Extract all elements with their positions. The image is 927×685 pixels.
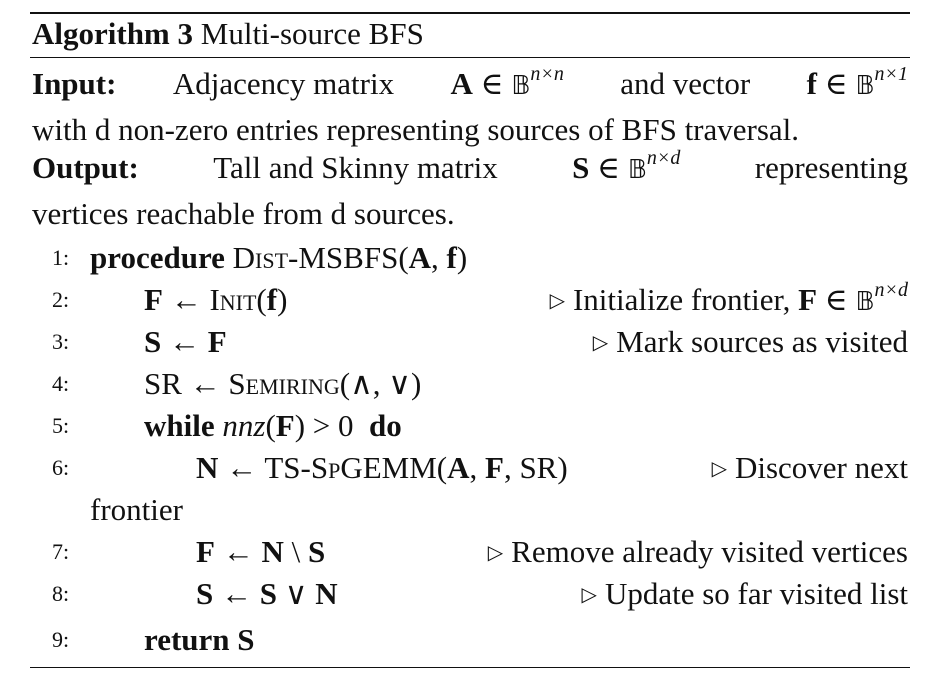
output-spec: Output: Tall and Skinny matrix S ∈ 𝔹n×d … <box>32 147 908 234</box>
output-text-2: vertices reachable from d sources. <box>32 196 455 231</box>
output-math-s: S ∈ 𝔹n×d <box>572 147 681 185</box>
input-text-b: and vector <box>620 66 751 101</box>
code-line-2: 2: F ← Init(f) ▷Initialize frontier, F ∈… <box>30 279 910 321</box>
input-line-1: Input: Adjacency matrix A ∈ 𝔹n×n and vec… <box>32 63 908 109</box>
triangle-icon: ▷ <box>592 332 609 354</box>
code-line-4: 4: SR ← Semiring(∧, ∨) <box>30 363 910 405</box>
code-line-1: 1: procedure Dist-MSBFS(A, f) <box>30 237 910 279</box>
statement: while nnz(F) > 0 do <box>144 408 402 443</box>
algorithm-header: Algorithm 3 Multi-source BFS <box>32 14 424 54</box>
comment: ▷Initialize frontier, F ∈ 𝔹n×d <box>549 279 908 317</box>
code-line-9: 9: return S <box>30 619 910 661</box>
code-line-3: 3: S ← F ▷Mark sources as visited <box>30 321 910 363</box>
statement: return S <box>144 622 255 657</box>
triangle-icon: ▷ <box>549 290 565 312</box>
output-text-a: Tall and Skinny matrix <box>213 150 498 185</box>
output-text-b: representing <box>754 150 908 185</box>
code-line-8: 8: S ← S ∨ N ▷Update so far visited list <box>30 573 910 615</box>
input-line-2: with d non-zero entries representing sou… <box>32 109 908 150</box>
statement: SR ← Semiring(∧, ∨) <box>144 366 422 401</box>
input-text-a: Adjacency matrix <box>172 66 395 101</box>
line-number: 6: <box>52 455 70 480</box>
comment: ▷Remove already visited vertices <box>487 534 908 569</box>
mid-rule <box>30 57 910 58</box>
line-number: 1: <box>52 245 70 270</box>
output-line-1: Output: Tall and Skinny matrix S ∈ 𝔹n×d … <box>32 147 908 193</box>
triangle-icon: ▷ <box>711 458 727 480</box>
statement: N ← TS-SpGEMM(A, F, SR) <box>196 450 568 485</box>
algorithm-title: Multi-source BFS <box>200 16 424 51</box>
triangle-icon: ▷ <box>581 584 597 606</box>
comment: ▷Discover next <box>711 450 908 485</box>
code-line-7: 7: F ← N \ S ▷Remove already visited ver… <box>30 531 910 573</box>
line-number: 3: <box>52 329 70 354</box>
line-number: 4: <box>52 371 70 396</box>
algorithm-label: Algorithm 3 <box>32 16 194 51</box>
statement: procedure Dist-MSBFS(A, f) <box>90 240 468 275</box>
comment: ▷Mark sources as visited <box>592 324 908 359</box>
statement: S ← F <box>144 324 227 359</box>
statement: S ← S ∨ N <box>196 576 338 611</box>
statement-continuation: frontier <box>90 492 183 527</box>
line-number: 9: <box>52 627 70 652</box>
input-text-2: with d non-zero entries representing sou… <box>32 112 800 147</box>
comment: ▷Update so far visited list <box>581 576 908 611</box>
top-rule <box>30 12 910 14</box>
statement: F ← Init(f) <box>144 282 288 317</box>
line-number: 7: <box>52 539 70 564</box>
code-line-6-cont: frontier <box>30 489 910 531</box>
input-label: Input: <box>32 66 117 101</box>
bottom-rule <box>30 667 910 668</box>
line-number: 5: <box>52 413 70 438</box>
input-spec: Input: Adjacency matrix A ∈ 𝔹n×n and vec… <box>32 63 908 150</box>
output-label: Output: <box>32 150 139 185</box>
input-math-a: A ∈ 𝔹n×n <box>450 63 564 101</box>
line-number: 8: <box>52 581 70 606</box>
line-number: 2: <box>52 287 70 312</box>
code-line-5: 5: while nnz(F) > 0 do <box>30 405 910 447</box>
statement: F ← N \ S <box>196 534 326 569</box>
code-line-6: 6: N ← TS-SpGEMM(A, F, SR) ▷Discover nex… <box>30 447 910 489</box>
output-line-2: vertices reachable from d sources. <box>32 193 908 234</box>
triangle-icon: ▷ <box>487 542 504 564</box>
input-math-f: f ∈ 𝔹n×1 <box>806 63 908 101</box>
